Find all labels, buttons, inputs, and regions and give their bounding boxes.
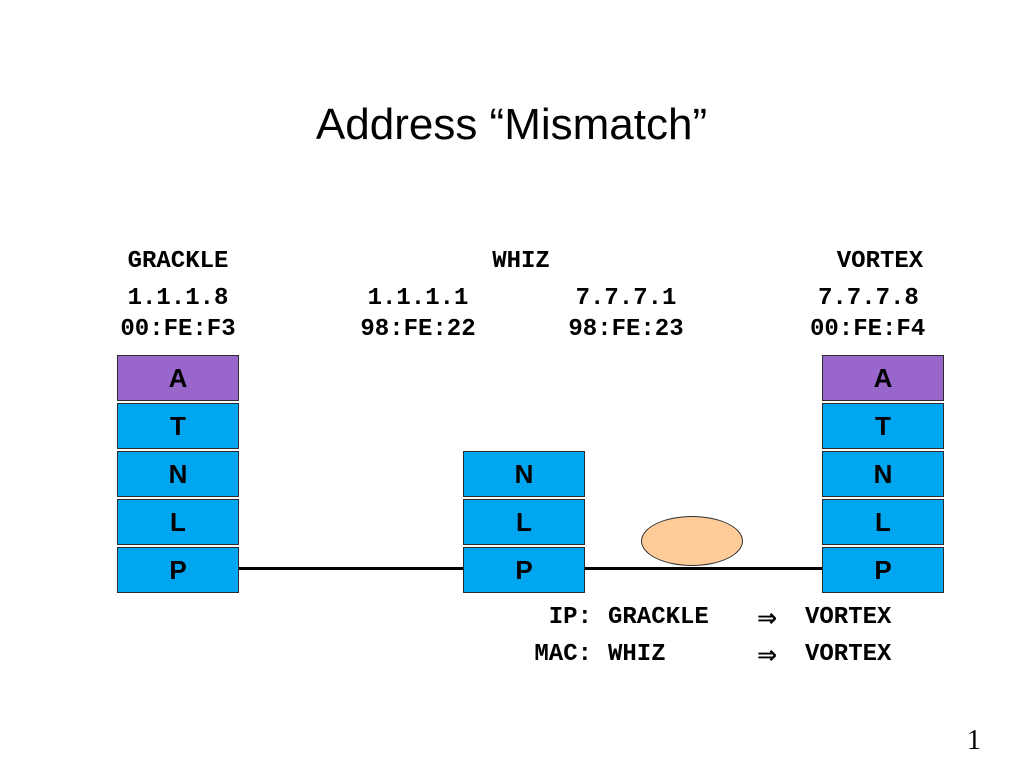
whiz-ip-right: 7.7.7.1	[575, 285, 677, 312]
page-title: Address “Mismatch”	[315, 100, 708, 149]
vortex-layer-application: A	[822, 355, 944, 401]
ip-label: IP:	[548, 604, 592, 631]
whiz-name: WHIZ	[492, 248, 550, 275]
vortex-ip: 7.7.7.8	[818, 285, 919, 312]
grackle-layer-network: N	[117, 451, 239, 497]
page-number: 1	[967, 725, 981, 756]
grackle-layer-physical: P	[117, 547, 239, 593]
mac-label: MAC:	[534, 641, 592, 668]
whiz-layer-network: N	[463, 451, 585, 497]
whiz-mac-left: 98:FE:22	[360, 316, 476, 343]
vortex-name: VORTEX	[836, 248, 924, 275]
whiz-mac-right: 98:FE:23	[568, 316, 684, 343]
vortex-mac: 00:FE:F4	[810, 316, 926, 343]
whiz-layer-link: L	[463, 499, 585, 545]
grackle-name: GRACKLE	[127, 248, 229, 275]
vortex-layer-transport: T	[822, 403, 944, 449]
vortex-layer-physical: P	[822, 547, 944, 593]
whiz-ip-left: 1.1.1.1	[367, 285, 469, 312]
grackle-layer-transport: T	[117, 403, 239, 449]
mac-destination: VORTEX	[805, 641, 892, 668]
ip-source: GRACKLE	[608, 604, 709, 631]
ip-arrow-icon: ⇒	[757, 604, 778, 632]
mac-arrow-icon: ⇒	[757, 641, 778, 669]
grackle-ip: 1.1.1.8	[127, 285, 229, 312]
link-grackle-whiz	[239, 567, 463, 570]
whiz-layer-physical: P	[463, 547, 585, 593]
vortex-layer-network: N	[822, 451, 944, 497]
mac-source: WHIZ	[608, 641, 666, 668]
ip-destination: VORTEX	[805, 604, 892, 631]
grackle-layer-application: A	[117, 355, 239, 401]
vortex-layer-link: L	[822, 499, 944, 545]
link-whiz-vortex	[585, 567, 822, 570]
grackle-layer-link: L	[117, 499, 239, 545]
packet-oval	[641, 516, 743, 566]
grackle-mac: 00:FE:F3	[120, 316, 236, 343]
